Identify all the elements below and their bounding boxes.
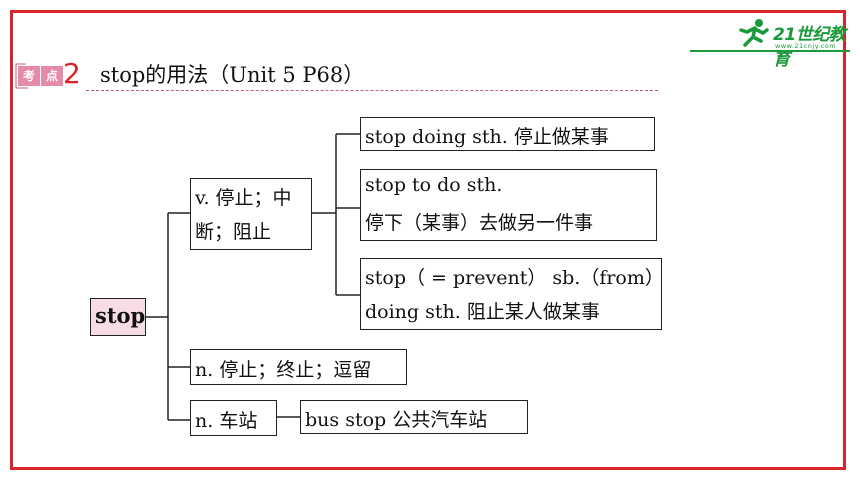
leaf-stop-to-do-line2: 停下（某事）去做另一件事: [365, 212, 594, 234]
slide-frame: [10, 10, 846, 470]
root-node-stop: stop: [90, 298, 146, 336]
leaf-stop-prevent-line1: stop（ = prevent） sb.（from）: [365, 267, 664, 289]
leaf-stop-doing: stop doing sth. 停止做某事: [360, 117, 655, 151]
leaf-stop-prevent: stop（ = prevent） sb.（from） doing sth. 阻止…: [360, 258, 664, 330]
badge-corner-decoration: [15, 63, 28, 89]
heading-number: 2: [63, 57, 81, 90]
logo: 21世纪教育 www.21cnjy.com: [737, 18, 855, 70]
logo-url: www.21cnjy.com: [775, 42, 837, 50]
heading-title: stop的用法（Unit 5 P68）: [100, 63, 365, 87]
leaf-stop-to-do-line1: stop to do sth.: [365, 174, 503, 196]
leaf-stop-doing-text: stop doing sth. 停止做某事: [365, 126, 609, 148]
noun-station-text: n. 车站: [195, 410, 258, 432]
leaf-stop-prevent-line2: doing sth. 阻止某人做某事: [365, 301, 600, 323]
heading-badge-dian: 点: [41, 66, 63, 86]
leaf-stop-to-do: stop to do sth. 停下（某事）去做另一件事: [360, 169, 657, 241]
logo-underline: [690, 50, 850, 52]
heading-badge-kao: 考: [18, 66, 40, 86]
verb-meaning-line1: v. 停止；中: [195, 187, 292, 209]
node-noun-station: n. 车站: [190, 400, 277, 436]
logo-brand: 21世纪教育: [773, 25, 846, 70]
runner-icon: [739, 19, 769, 47]
heading-dashed-divider: [86, 90, 658, 91]
leaf-bus-stop: bus stop 公共汽车站: [300, 400, 528, 434]
root-label: stop: [95, 303, 146, 328]
node-noun-stop-meaning: n. 停止；终止；逗留: [190, 349, 407, 385]
node-verb-meaning: v. 停止；中 断；阻止: [190, 178, 312, 250]
leaf-bus-stop-text: bus stop 公共汽车站: [305, 409, 488, 431]
verb-meaning-line2: 断；阻止: [195, 221, 272, 243]
noun-stop-meaning-text: n. 停止；终止；逗留: [195, 359, 372, 381]
